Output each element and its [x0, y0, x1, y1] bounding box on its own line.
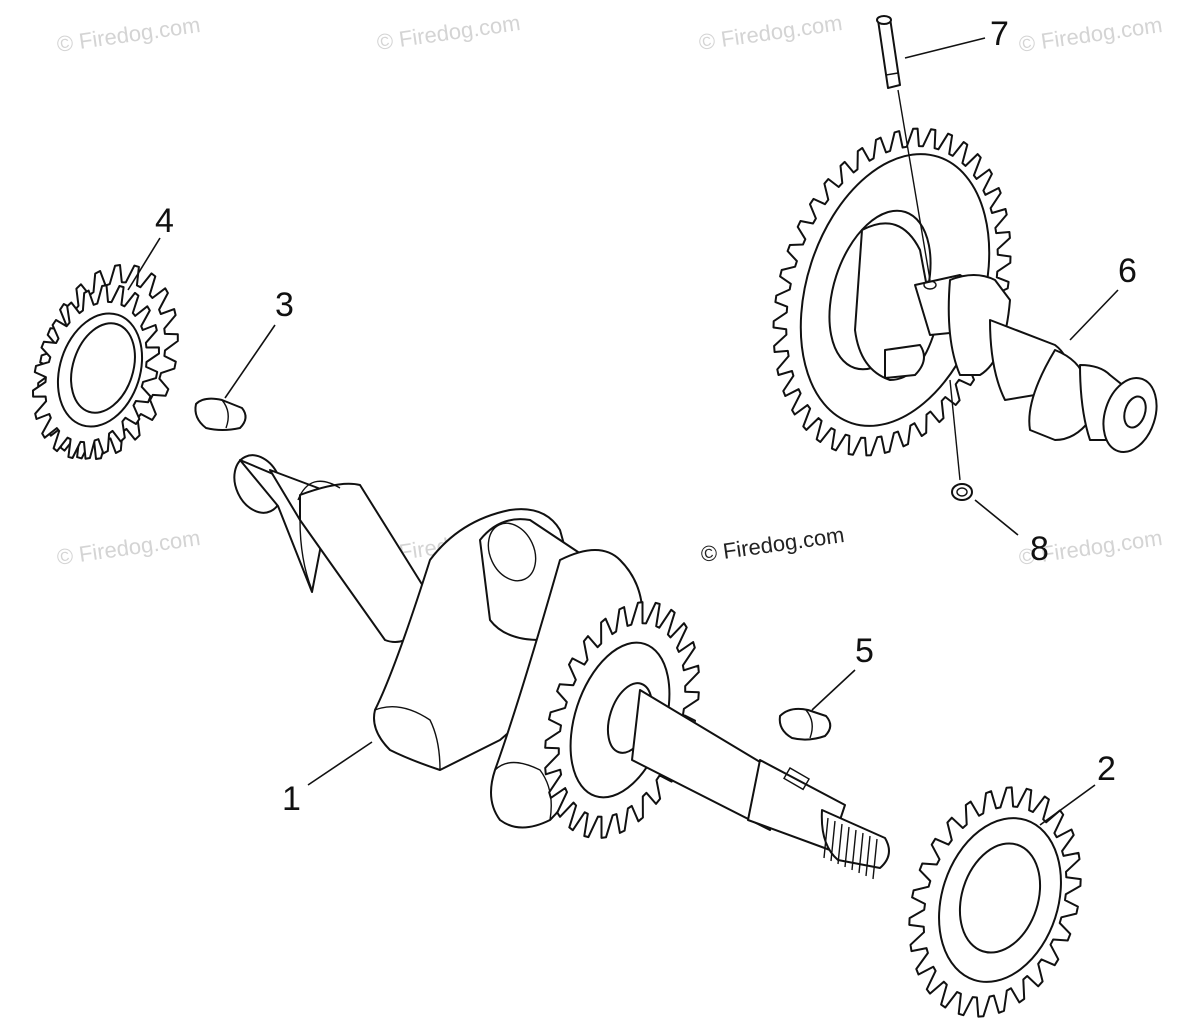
leader-line-7: [904, 37, 986, 59]
part-4-gear: [32, 264, 179, 460]
callout-3: 3: [275, 286, 294, 324]
part-8-spring: [949, 379, 973, 501]
watermark-text: © Firedog.com: [697, 10, 844, 55]
leader-line-5: [811, 669, 856, 711]
part-6-camshaft: [772, 127, 1158, 457]
callout-6: 6: [1118, 252, 1137, 290]
callout-4: 4: [155, 202, 174, 240]
watermark-text: © Firedog.com: [55, 525, 202, 570]
callout-1: 1: [282, 780, 301, 818]
thread-line: [823, 817, 829, 859]
callout-2: 2: [1097, 750, 1116, 788]
leader-line-4: [127, 237, 161, 291]
leader-line-1: [307, 741, 373, 786]
callouts: 1 2 3 4 5 6 7 8: [155, 15, 1137, 818]
thread-line: [858, 832, 864, 874]
callout-7: 7: [990, 15, 1009, 53]
callout-8: 8: [1030, 530, 1049, 568]
leader-lines: [127, 37, 1119, 826]
leader-line-8: [974, 499, 1019, 536]
thread-line: [837, 823, 843, 865]
part-1-crankshaft: [233, 454, 890, 880]
thread-line: [865, 835, 871, 877]
part-5-key: [778, 707, 832, 741]
leader-line-2: [1039, 784, 1096, 826]
watermark-center-text: © Firedog.com: [699, 522, 846, 567]
part-2-gear: [908, 786, 1082, 1018]
thread-line: [844, 826, 850, 868]
watermark-text: © Firedog.com: [1017, 12, 1164, 57]
leader-line-3: [224, 324, 276, 399]
watermark-text: © Firedog.com: [375, 10, 522, 55]
watermark-text: © Firedog.com: [55, 12, 202, 57]
part-3-key: [194, 397, 247, 431]
thread-line: [830, 820, 836, 862]
callout-5: 5: [855, 632, 874, 670]
leader-line-6: [1069, 289, 1119, 341]
thread-line: [872, 838, 878, 880]
thread-line: [851, 829, 857, 871]
part-7-pin: [876, 15, 931, 281]
